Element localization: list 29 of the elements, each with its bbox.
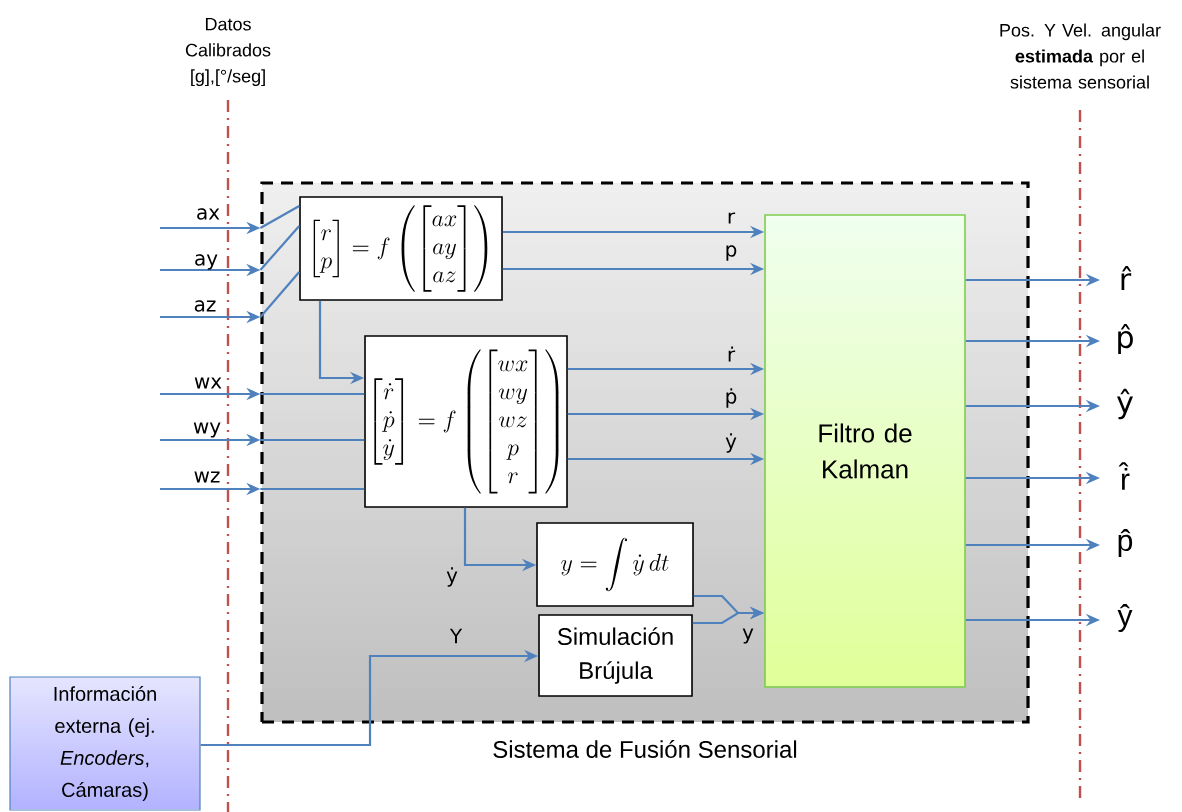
axis-note: Pos. Y Vel. angular estimada por el sistema sensorial	[1000, 23, 1161, 89]
formula-box: $\begin{bmatrix}r\\p\end{bmatrix}=f\left(\begin{bmatrix}ax\\ay\\az\end{bmatrix}\right)$	[299, 196, 503, 301]
edge-label: ṙ	[728, 346, 736, 362]
edge-label: wy	[193, 422, 221, 438]
edge-label: r	[728, 212, 736, 224]
edge-label: Y	[449, 628, 463, 644]
formula-box: $\begin{bmatrix}\dot{r}\\\dot{p}\\\dot{y}\end{bmatrix}=f\left(\begin{bmatrix}wx\\wy\\wz\\p\\r\end{bmatrix}\right)$	[364, 335, 568, 508]
edge-label: ax	[197, 208, 220, 220]
edge-label: ṗ̂	[1118, 528, 1133, 557]
edge-label: ṙ̂	[1118, 462, 1130, 490]
edge-label: ẏ̂	[1117, 603, 1133, 632]
edge-label: ṗ	[726, 388, 737, 408]
edge-label: p	[726, 245, 737, 261]
edge-label: ẏ	[446, 567, 458, 587]
edge-label: wz	[194, 471, 220, 483]
axis-note: Datos Calibrados [g],[°/seg]	[185, 17, 271, 87]
edge-label: p̂	[1118, 323, 1133, 355]
system-label: Sistema de Fusión Sensorial	[493, 740, 797, 758]
edge-label: ŷ	[1117, 388, 1133, 420]
process-box: Simulación Brújula	[538, 614, 693, 697]
formula-box: $y=\int\dot{y}\,dt$	[536, 522, 694, 607]
edge-label: ẏ	[725, 433, 737, 453]
edge-label: az	[194, 300, 216, 312]
edge-label: r̂	[1121, 266, 1132, 290]
edge-label: y	[742, 628, 754, 644]
edge-label: wx	[194, 377, 222, 389]
filter-box: Filtro de Kalman	[764, 214, 966, 688]
input-box: Información externa (ej. Encoders, Cámaras)	[9, 676, 201, 811]
edge-label: ay	[195, 254, 218, 270]
